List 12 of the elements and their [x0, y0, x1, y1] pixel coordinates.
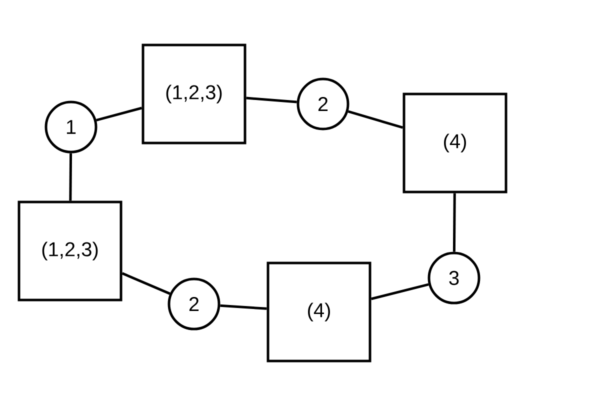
connector-line	[452, 193, 456, 252]
connector-line	[220, 304, 267, 310]
connector-line	[69, 153, 72, 201]
connector-line	[348, 110, 404, 129]
connector-line	[122, 272, 170, 295]
connector-line	[370, 283, 429, 300]
connector-line	[246, 96, 297, 104]
node-box: (4)	[266, 262, 372, 362]
node-box: (1,2,3)	[142, 44, 246, 144]
node-box: (4)	[402, 92, 508, 194]
connector-line	[96, 106, 142, 122]
node-box: (1,2,3)	[18, 200, 122, 302]
